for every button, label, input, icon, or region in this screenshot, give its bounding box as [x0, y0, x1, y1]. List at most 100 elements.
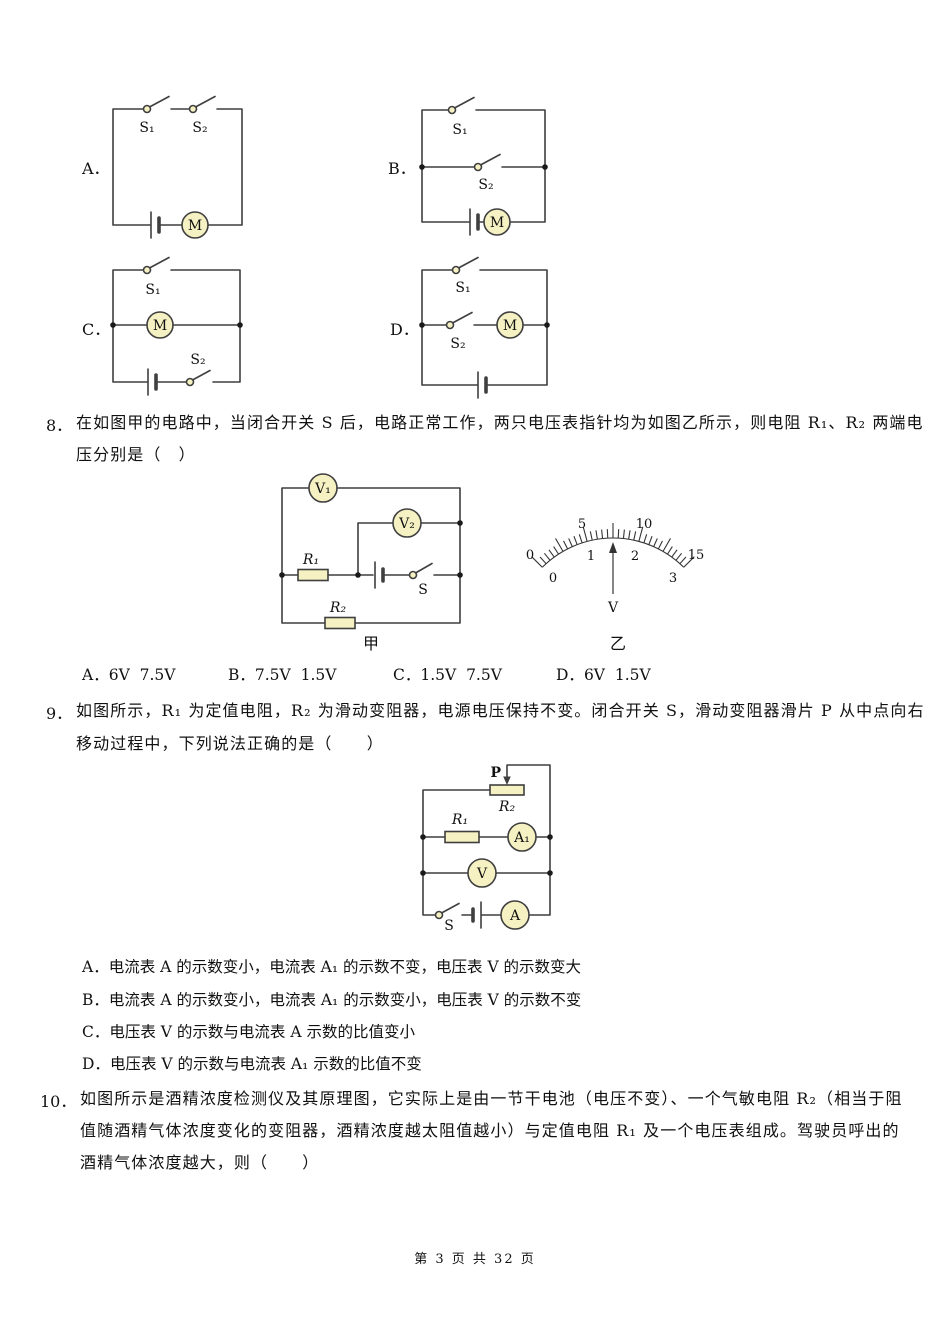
circuit-option-c-label: C．: [82, 320, 111, 339]
q10-text-line-1: 如图所示是酒精浓度检测仪及其原理图，它实际上是由一节干电池（电压不变）、一个气敏…: [80, 1089, 903, 1108]
q8-option-a-label: A．: [82, 666, 109, 684]
voltmeter-v1-label: V₁: [314, 481, 331, 497]
voltmeter-icon: [467, 858, 497, 888]
motor-label: M: [490, 215, 504, 231]
motor-icon: [483, 208, 511, 236]
switch-pivot-icon: [142, 104, 152, 114]
junction-dot: [419, 322, 425, 328]
junction-dot: [457, 572, 463, 578]
ammeter-a1-icon: [507, 822, 537, 852]
q10-text-line-2: 值随酒精气体浓度变化的变阻器，酒精浓度越太阻值越小）与定值电阻 R₁ 及一个电压…: [80, 1121, 900, 1140]
circuit-d-diagram: S₁ S₂ M: [419, 256, 550, 399]
circuit-option-a-label: A．: [82, 159, 110, 178]
q8-text-line-1: 在如图甲的电路中，当闭合开关 S 后，电路正常工作，两只电压表指针均为如图乙所示…: [76, 413, 924, 432]
meter-unit-label: V: [607, 600, 619, 616]
q9-number: 9．: [46, 704, 73, 723]
circuit-option-d-label: D．: [390, 320, 419, 339]
s1-label: S₁: [455, 280, 470, 296]
switch-pivot-icon: [185, 377, 195, 387]
q10-text-line-3: 酒精气体浓度越大，则（ ）: [80, 1153, 320, 1172]
wires: [421, 96, 546, 236]
s-label: S: [444, 918, 454, 933]
q8-number: 8．: [46, 416, 73, 435]
q8-option-b: B．7.5V 1.5V: [228, 663, 336, 685]
junction-dot: [237, 322, 243, 328]
page-footer: 第 3 页 共 32 页: [414, 1252, 536, 1267]
meter-inner-1: 1: [587, 549, 595, 564]
q9-option-d-label: D．: [82, 1055, 110, 1073]
q9-option-d-text: 电压表 V 的示数与电流表 A₁ 示数的比值不变: [109, 1055, 422, 1073]
s2-label: S₂: [192, 120, 207, 136]
meter-arc: [541, 537, 685, 568]
q9-option-b: B．电流表 A 的示数变小，电流表 A₁ 的示数变小，电压表 V 的示数不变: [82, 988, 581, 1010]
motor-icon: [181, 211, 209, 239]
junction-dot: [355, 572, 361, 578]
q8-figure-caption-jia: 甲: [363, 634, 380, 653]
junction-dot: [110, 322, 116, 328]
junction-dot: [542, 164, 548, 170]
meter-outer-10: 10: [636, 517, 653, 532]
junction-dot: [547, 870, 553, 876]
wires: [421, 256, 548, 399]
circuit-option-b-label: B．: [388, 159, 416, 178]
q9-option-b-label: B．: [82, 991, 109, 1009]
switch-pivot-icon: [434, 910, 444, 920]
meter-inner-0: 0: [549, 571, 557, 586]
q8-option-b-label: B．: [228, 666, 255, 684]
q8-text-line-2: 压分别是（ ）: [76, 445, 196, 464]
voltmeter-v2-label: V₂: [398, 516, 415, 532]
voltmeter-v1-icon: [308, 473, 338, 503]
s-label: S: [418, 582, 428, 598]
q8-option-a-text: 6V 7.5V: [108, 666, 176, 684]
voltmeter-label: V: [476, 866, 488, 882]
meter-inner-2: 2: [631, 549, 639, 564]
meter-inner-3: 3: [669, 571, 677, 586]
s1-label: S₁: [139, 120, 154, 136]
junction-dot: [547, 834, 553, 840]
wires: [112, 256, 241, 396]
meter-ticks: [531, 523, 695, 568]
meter-outer-0: 0: [526, 548, 534, 563]
resistor-r2: [324, 616, 356, 630]
wires: [112, 95, 243, 239]
rheostat-r2: [489, 784, 525, 796]
q9-circuit-diagram: P R₂ R₁ A₁ V A S: [420, 764, 553, 933]
resistor-r1: [444, 830, 480, 844]
wires: [281, 487, 461, 624]
q9-option-d: D．电压表 V 的示数与电流表 A₁ 示数的比值不变: [82, 1052, 422, 1074]
q9-option-a-label: A．: [82, 958, 109, 976]
switch-pivot-icon: [451, 265, 461, 275]
q9-text-line-1: 如图所示，R₁ 为定值电阻，R₂ 为滑动变阻器，电源电压保持不变。闭合开关 S，…: [76, 701, 925, 720]
r2-label: R₂: [498, 799, 516, 815]
q9-text-line-2: 移动过程中，下列说法正确的是（ ）: [76, 734, 384, 753]
junction-dot: [419, 164, 425, 170]
q8-circuit-diagram: V₁ V₂ R₁ R₂ S: [279, 473, 463, 630]
s2-label: S₂: [450, 336, 465, 352]
junction-dot: [544, 322, 550, 328]
q8-option-d: D．6V 1.5V: [556, 663, 651, 685]
switch-pivot-icon: [445, 320, 455, 330]
resistor-r1: [297, 568, 329, 582]
motor-label: M: [503, 318, 517, 334]
switch-pivot-icon: [142, 265, 152, 275]
q10-number: 10．: [40, 1092, 77, 1111]
switch-pivot-icon: [447, 105, 457, 115]
q8-voltmeter-scale: 0 5 10 15 0 1 2 3 V: [526, 517, 705, 616]
circuit-a-diagram: S₁ S₂ M: [112, 95, 243, 239]
q9-option-b-text: 电流表 A 的示数变小，电流表 A₁ 的示数变小，电压表 V 的示数不变: [108, 991, 582, 1009]
ammeter-a1-label: A₁: [513, 830, 530, 846]
motor-label: M: [153, 318, 167, 334]
q8-option-b-text: 7.5V 1.5V: [254, 666, 337, 684]
junction-dot: [279, 572, 285, 578]
q9-option-c: C．电压表 V 的示数与电流表 A 示数的比值变小: [82, 1020, 415, 1042]
q8-option-c: C．1.5V 7.5V: [393, 663, 502, 685]
s2-label: S₂: [190, 352, 205, 368]
q8-option-d-label: D．: [556, 666, 584, 684]
r1-label: R₁: [302, 552, 319, 568]
switch-pivot-icon: [408, 570, 418, 580]
motor-label: M: [188, 218, 202, 234]
s1-label: S₁: [452, 122, 467, 138]
r1-label: R₁: [451, 812, 468, 828]
meter-outer-15: 15: [688, 548, 705, 563]
